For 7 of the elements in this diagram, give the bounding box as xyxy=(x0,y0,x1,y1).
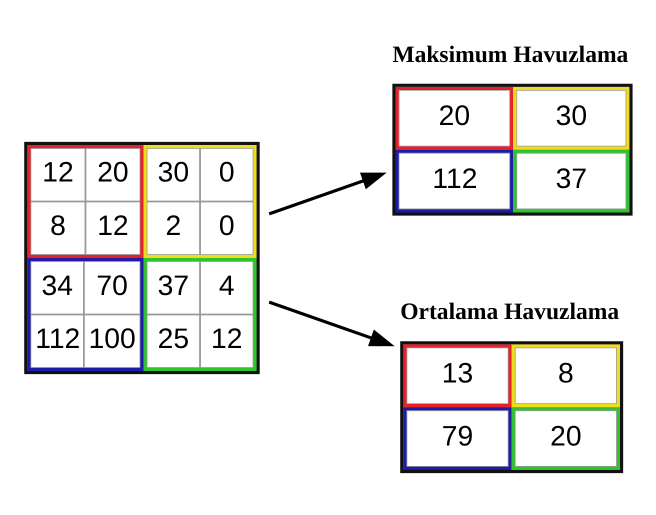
arrow xyxy=(268,300,395,346)
node-label: Ortalama Havuzlama xyxy=(400,298,620,325)
node-label: Maksimum Havuzlama xyxy=(392,41,628,68)
node-box: 12 20 8 12 30 0 2 0 34 70 112 100 37 4 25 12 xyxy=(24,141,260,374)
arrow xyxy=(268,172,387,215)
node-box: 13 8 79 20 xyxy=(400,340,624,473)
node-box: 20 30 112 37 xyxy=(392,83,633,216)
